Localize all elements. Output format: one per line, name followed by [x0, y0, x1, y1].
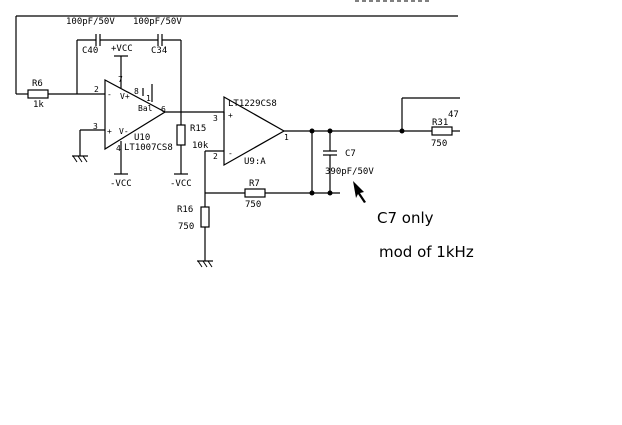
u9-comparator: [223, 95, 286, 167]
u10-pin2: 2: [94, 85, 99, 94]
u9-pin1: 1: [284, 133, 289, 142]
ground-u10-hatch: [72, 155, 78, 163]
ground-r16-hatch: [207, 260, 213, 268]
u9-part: LT1229CS8: [228, 99, 277, 109]
ground-u10-hatch: [77, 155, 83, 163]
u9-pin3: 3: [213, 114, 218, 123]
c40-label: C40: [82, 46, 98, 56]
u10-minus-sign: -: [107, 90, 112, 99]
ground-u10-hatch: [82, 155, 88, 163]
annotation-arrow: [353, 181, 366, 203]
u10-opamp: [104, 79, 167, 151]
u10-pin7: 7: [118, 75, 123, 84]
r6-resistor: [27, 89, 49, 99]
u10-bal-label: Bal: [138, 104, 153, 113]
r6-label: R6: [32, 79, 43, 89]
r16-resistor: [200, 206, 210, 228]
u9-minus-sign: -: [228, 149, 233, 158]
c34-value: 100pF/50V: [133, 17, 182, 27]
c40-value: 100pF/50V: [66, 17, 115, 27]
r6-value: 1k: [33, 100, 44, 110]
r16-label: R16: [177, 205, 193, 215]
u10-pin3: 3: [93, 122, 98, 131]
ground-r16-hatch: [202, 260, 208, 268]
r15-resistor: [176, 124, 186, 146]
u10-vcc-neg-label: -VCC: [110, 179, 132, 189]
r15-vcc-neg-label: -VCC: [170, 179, 192, 189]
u10-pin8: 8: [134, 87, 139, 96]
ground-r16-hatch: [197, 260, 203, 268]
r31-value: 750: [431, 139, 447, 149]
u10-vplus-label: V+: [120, 92, 130, 101]
r15-label: R15: [190, 124, 206, 134]
r15-value: 10k: [192, 141, 209, 151]
u10-pin6: 6: [161, 105, 166, 114]
c7-label: C7: [345, 149, 356, 159]
r7-label: R7: [249, 179, 260, 189]
r16-value: 750: [178, 222, 194, 232]
annotation-line-2: mod of 1kHz: [379, 243, 474, 261]
u10-vminus-label: V-: [119, 127, 129, 136]
u10-part: LT1007CS8: [124, 143, 173, 153]
junction-dot: [309, 190, 315, 196]
u9-ref: U9:A: [244, 157, 266, 167]
u10-vcc-pos-label: +VCC: [111, 44, 133, 54]
r7-value: 750: [245, 200, 261, 210]
u10-ref: U10: [134, 133, 150, 143]
annotation-line-1: C7 only: [377, 209, 434, 227]
r31-label: R31: [432, 118, 448, 128]
c34-label: C34: [151, 46, 167, 56]
u10-plus-sign: +: [107, 127, 112, 136]
u9-pin2: 2: [213, 152, 218, 161]
u9-plus-sign: +: [228, 111, 233, 120]
u10-pin4: 4: [116, 144, 121, 153]
r7-resistor: [244, 188, 266, 198]
r31-resistor: [431, 126, 453, 136]
r31-extra: 47: [448, 110, 459, 120]
u10-pin1: 1: [146, 94, 151, 103]
c7-value: 390pF/50V: [325, 167, 374, 177]
